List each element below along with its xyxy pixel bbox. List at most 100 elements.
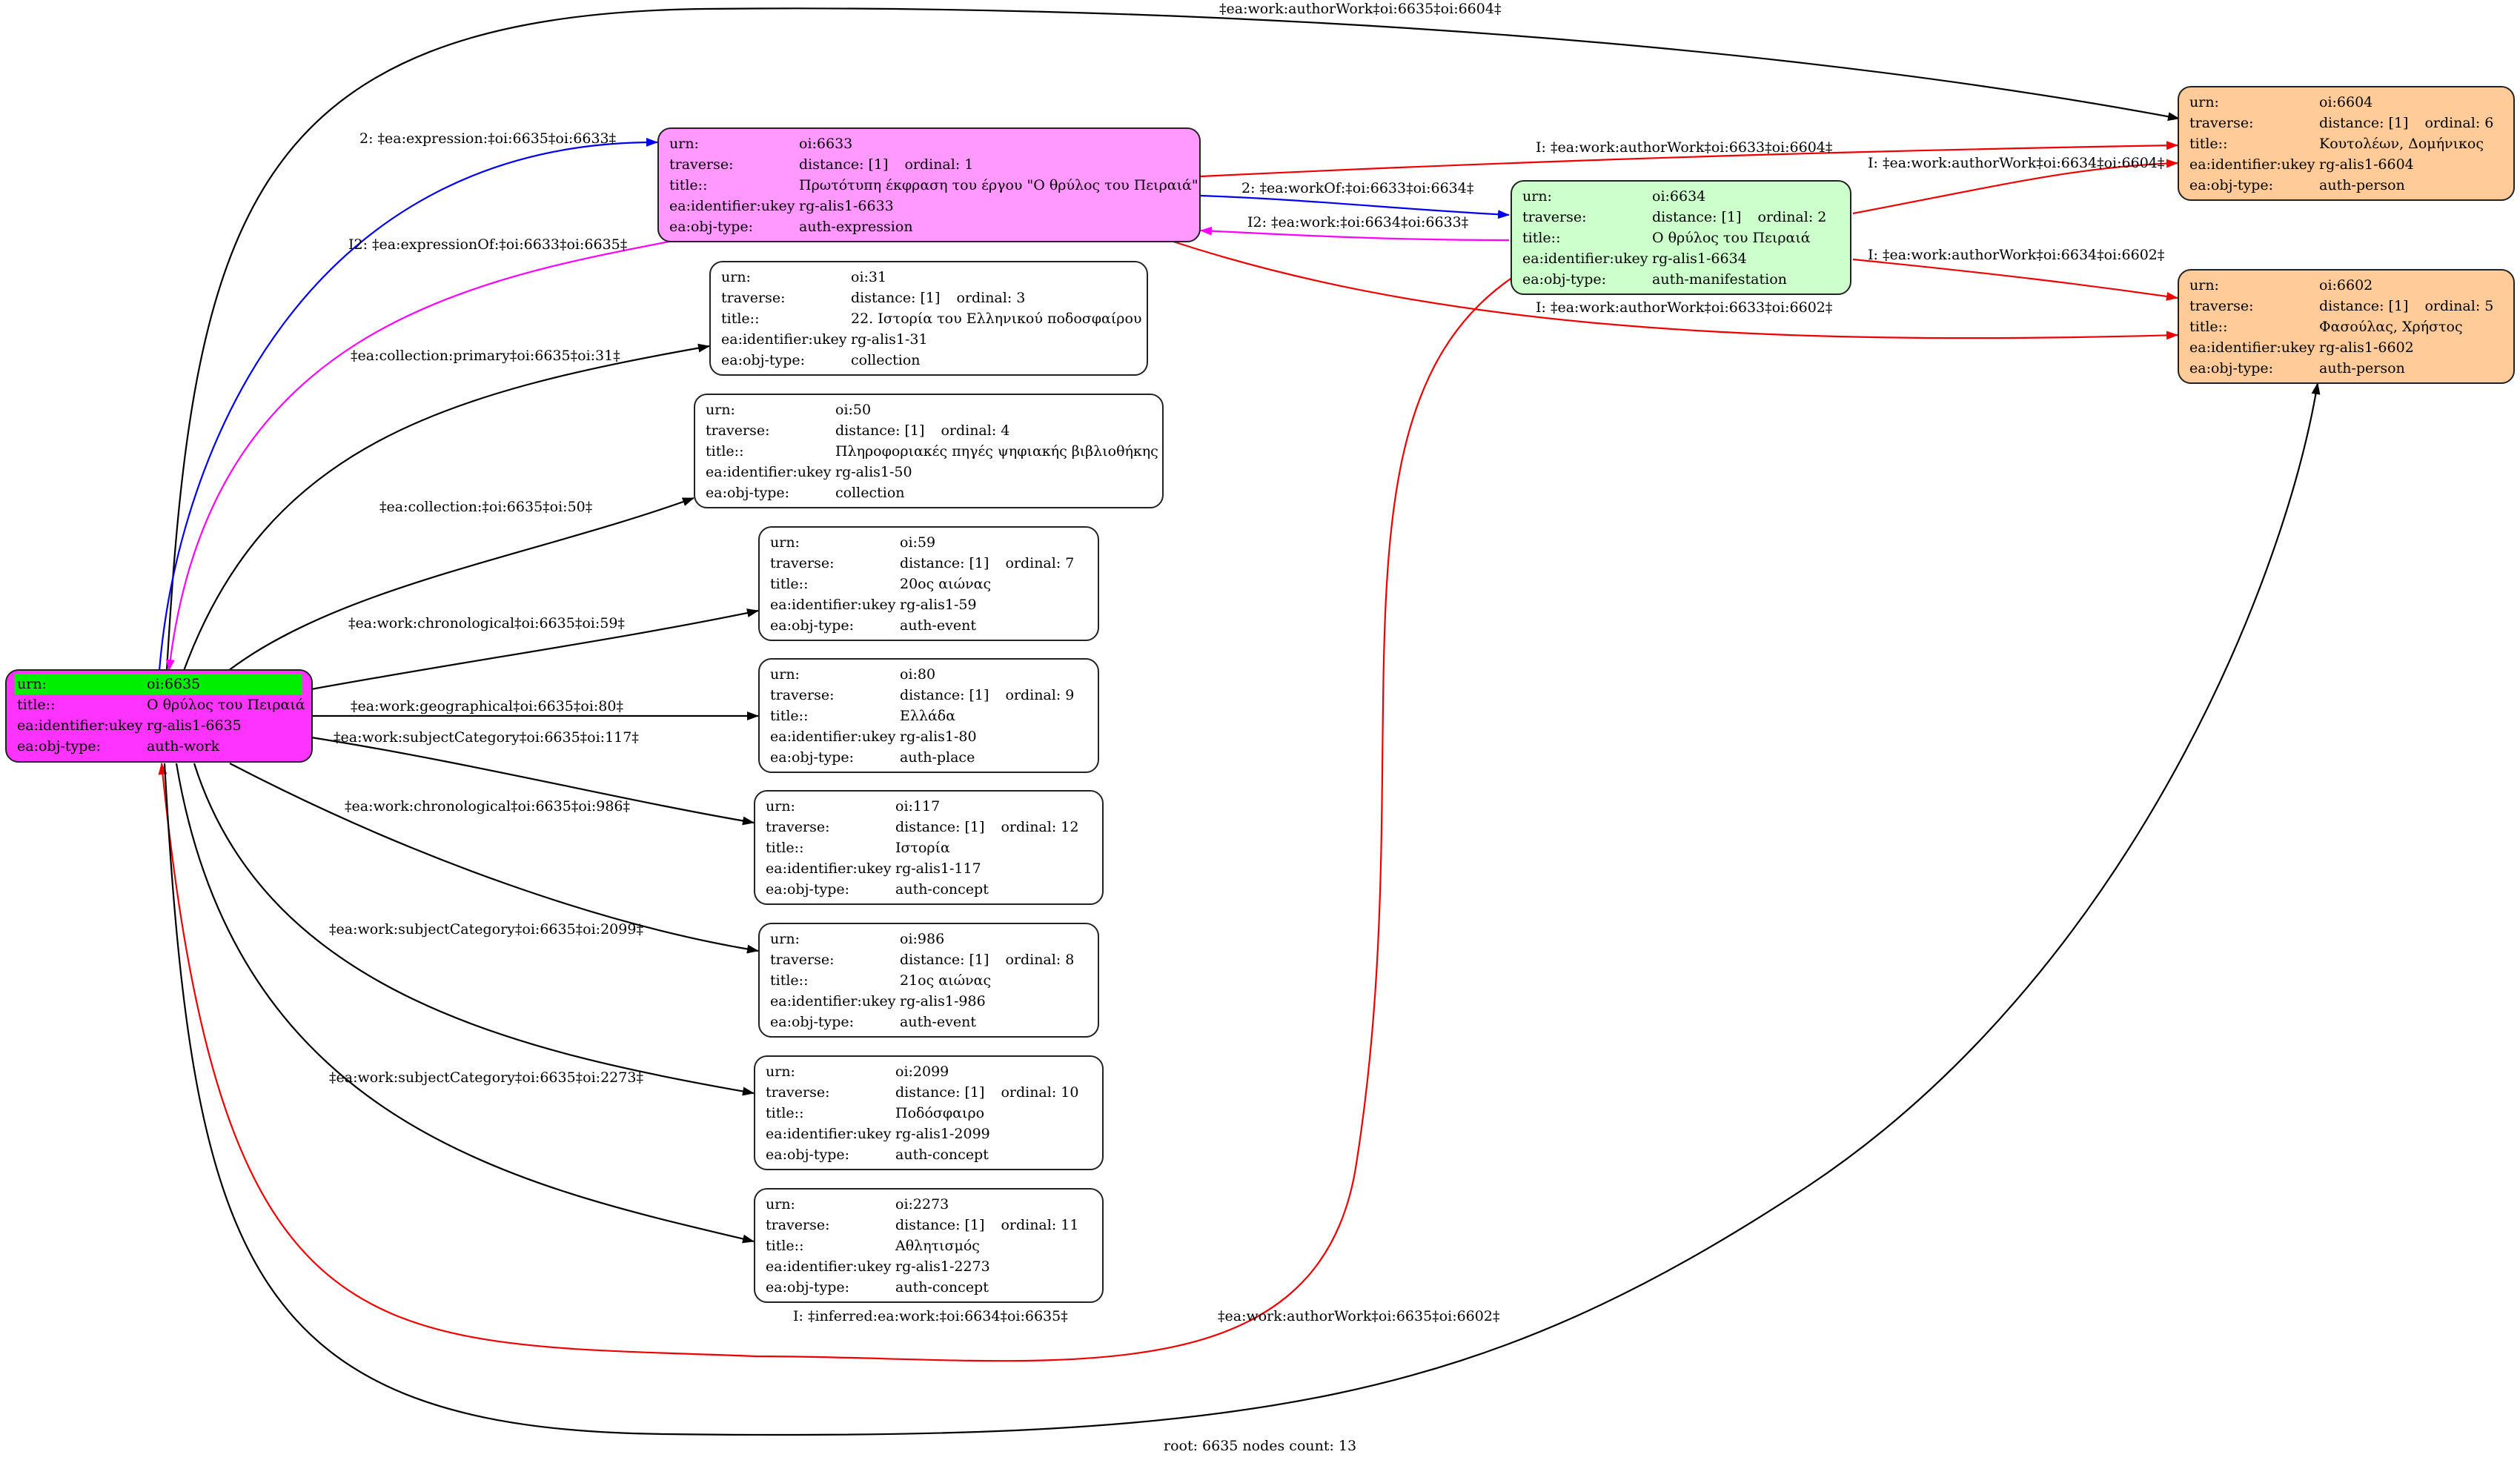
node-oi-59[interactable]: urn:oi:59 traverse:distance: [1]ordinal:… — [758, 526, 1099, 641]
node-objtype-row: ea:obj-type: auth-event — [770, 1012, 1089, 1032]
node-value: Πληροφοριακές πηγές ψηφιακής βιβλιοθήκης — [835, 443, 1158, 460]
node-oi-6634[interactable]: urn:oi:6634 traverse:distance: [1]ordina… — [1511, 180, 1851, 295]
node-key: traverse: — [706, 422, 770, 439]
node-key: ea:identifier:ukey — [706, 464, 832, 480]
node-key: ea:identifier:ukey — [669, 198, 795, 214]
node-key: urn: — [770, 534, 800, 551]
node-value: distance: [1] — [900, 952, 989, 968]
node-traverse-row: traverse:distance: [1]ordinal: 11 — [766, 1215, 1093, 1235]
node-urn-row: urn:oi:6633 — [669, 133, 1190, 154]
node-ordinal: ordinal: 5 — [2424, 298, 2494, 314]
node-value: Ο θρύλος του Πειραιά — [147, 697, 305, 713]
node-value: distance: [1] — [835, 422, 925, 439]
node-oi-50[interactable]: urn:oi:50 traverse:distance: [1]ordinal:… — [694, 394, 1164, 508]
edge-label-subj-117: ‡ea:work:subjectCategory‡oi:6635‡oi:117‡ — [334, 729, 639, 746]
node-ordinal: ordinal: 11 — [1001, 1217, 1079, 1233]
node-key: traverse: — [770, 555, 835, 571]
node-value: rg-alis1-31 — [851, 331, 928, 348]
node-title-row: title::Φασούλας, Χρήστος — [2189, 316, 2504, 337]
edge-workOf — [1200, 194, 1510, 219]
node-key: ea:identifier:ukey — [766, 1126, 892, 1142]
node-key: ea:obj-type: — [770, 1014, 855, 1030]
node-value: Κουτολέων, Δομήνικος — [2319, 136, 2484, 152]
edge-6634-6602 — [1852, 258, 2178, 301]
node-key: ea:identifier:ukey — [770, 729, 896, 745]
node-value: oi:6635 — [147, 674, 302, 694]
node-urn-row: urn:oi:2273 — [766, 1194, 1093, 1215]
node-oi-6633[interactable]: urn:oi:6633 traverse:distance: [1]ordina… — [657, 127, 1201, 242]
node-value: rg-alis1-80 — [900, 729, 977, 745]
node-key: ea:obj-type: — [766, 881, 850, 898]
node-key: ea:obj-type: — [770, 617, 855, 634]
node-key: ea:obj-type: — [706, 485, 790, 501]
edge-label-geo-80: ‡ea:work:geographical‡oi:6635‡oi:80‡ — [351, 698, 623, 714]
node-objtype-row: ea:obj-type: auth-concept — [766, 879, 1093, 900]
node-key: ea:obj-type: — [669, 219, 754, 235]
edge-label-workOf: 2: ‡ea:workOf:‡oi:6633‡oi:6634‡ — [1241, 180, 1474, 196]
node-key: ea:identifier:ukey — [17, 717, 143, 734]
node-objtype-row: ea:obj-type: auth-concept — [766, 1144, 1093, 1165]
edge-coll-50 — [228, 497, 694, 671]
node-value: auth-event — [900, 1014, 976, 1030]
node-value: auth-concept — [895, 881, 989, 898]
node-traverse-row: traverse:distance: [1]ordinal: 1 — [669, 154, 1190, 175]
node-key: title:: — [766, 1238, 804, 1254]
node-key: title:: — [2189, 136, 2228, 152]
node-key: ea:obj-type: — [770, 749, 855, 766]
node-value: oi:6634 — [1652, 188, 1706, 205]
node-oi-80[interactable]: urn:oi:80 traverse:distance: [1]ordinal:… — [758, 658, 1099, 773]
edge-label-subj-2099: ‡ea:work:subjectCategory‡oi:6635‡oi:2099… — [329, 921, 643, 938]
node-value: Αθλητισμός — [895, 1238, 980, 1254]
node-value: auth-concept — [895, 1147, 989, 1163]
edge-label-inferred: I: ‡inferred:ea:work:‡oi:6634‡oi:6635‡ — [793, 1308, 1068, 1324]
node-key: ea:obj-type: — [766, 1147, 850, 1163]
node-ordinal: ordinal: 9 — [1005, 687, 1075, 703]
node-value: oi:2273 — [895, 1196, 949, 1212]
edge-label-chron-986: ‡ea:work:chronological‡oi:6635‡oi:986‡ — [345, 798, 631, 815]
node-value: rg-alis1-117 — [895, 860, 981, 877]
node-ordinal: ordinal: 2 — [1757, 209, 1827, 225]
node-oi-6604[interactable]: urn:oi:6604 traverse:distance: [1]ordina… — [2178, 86, 2515, 201]
node-oi-117[interactable]: urn:oi:117 traverse:distance: [1]ordinal… — [754, 790, 1104, 905]
node-value: collection — [851, 352, 921, 368]
edge-subj-117 — [311, 736, 755, 826]
node-value: rg-alis1-2099 — [895, 1126, 990, 1142]
node-oi-2273[interactable]: urn:oi:2273 traverse:distance: [1]ordina… — [754, 1188, 1104, 1303]
node-oi-31[interactable]: urn:oi:31 traverse:distance: [1]ordinal:… — [709, 261, 1148, 376]
node-key: traverse: — [1522, 209, 1587, 225]
node-traverse-row: traverse:distance: [1]ordinal: 8 — [770, 949, 1089, 970]
node-value: oi:31 — [851, 269, 887, 285]
node-value: rg-alis1-986 — [900, 993, 986, 1009]
node-value: 20ος αιώνας — [900, 576, 992, 592]
node-title-row: title::21ος αιώνας — [770, 970, 1089, 991]
node-oi-986[interactable]: urn:oi:986 traverse:distance: [1]ordinal… — [758, 923, 1099, 1038]
node-urn-row: urn:oi:6635 — [14, 674, 302, 694]
edge-work — [1200, 226, 1510, 242]
node-key: traverse: — [770, 687, 835, 703]
node-value: auth-event — [900, 617, 976, 634]
node-oi-6635[interactable]: urn:oi:6635 title::Ο θρύλος του Πειραιά … — [5, 669, 313, 763]
node-value: rg-alis1-6634 — [1652, 251, 1747, 267]
node-objtype-row: ea:obj-type:auth-person — [2189, 358, 2504, 379]
node-key: title:: — [766, 1105, 804, 1121]
node-title-row: title::Ο θρύλος του Πειραιά — [17, 694, 305, 715]
node-value: distance: [1] — [2319, 298, 2409, 314]
edge-label-expressionOf: I2: ‡ea:expressionOf:‡oi:6633‡oi:6635‡ — [348, 236, 628, 253]
node-objtype-row: ea:obj-type:auth-expression — [669, 216, 1190, 237]
node-objtype-row: ea:obj-type: auth-event — [770, 615, 1089, 636]
node-key: title:: — [2189, 319, 2228, 335]
node-key: traverse: — [766, 1217, 830, 1233]
node-value: 21ος αιώνας — [900, 972, 992, 989]
edge-label-author-6602: ‡ea:work:authorWork‡oi:6635‡oi:6602‡ — [1218, 1308, 1500, 1324]
node-value: distance: [1] — [895, 1084, 985, 1101]
node-ordinal: ordinal: 3 — [956, 290, 1026, 306]
node-oi-2099[interactable]: urn:oi:2099 traverse:distance: [1]ordina… — [754, 1055, 1104, 1170]
node-key: ea:identifier:ukey — [770, 597, 896, 613]
node-oi-6602[interactable]: urn:oi:6602 traverse:distance: [1]ordina… — [2178, 269, 2515, 384]
node-key: title:: — [770, 972, 809, 989]
edge-inferred — [158, 270, 1524, 1362]
node-value: distance: [1] — [900, 687, 989, 703]
node-urn-row: urn:oi:50 — [706, 399, 1153, 420]
